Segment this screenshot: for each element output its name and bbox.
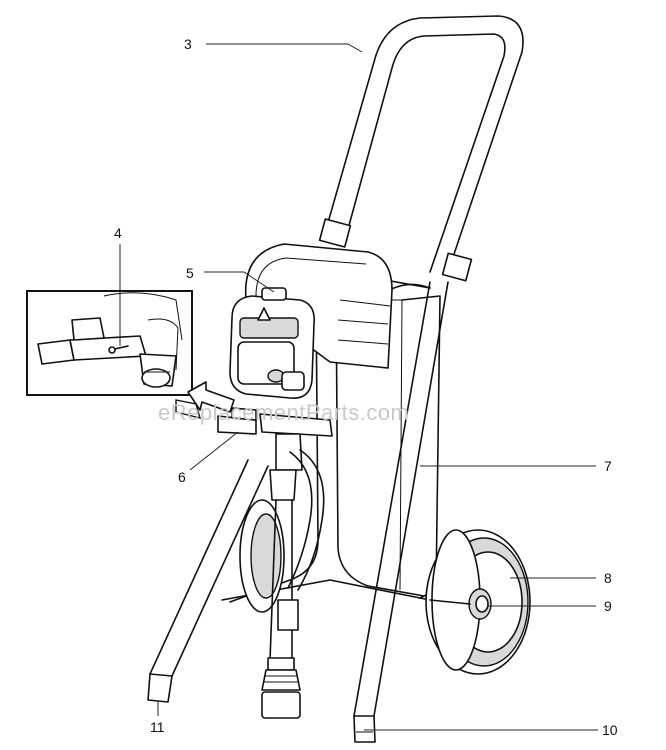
motor-assembly — [217, 243, 393, 719]
wheel-assembly — [425, 529, 531, 675]
callout-11: 11 — [150, 719, 165, 735]
watermark: eReplacementParts.com — [158, 400, 409, 425]
callout-5-leader — [204, 271, 275, 293]
callout-7: 7 — [604, 458, 612, 474]
callout-8: 8 — [604, 570, 612, 586]
callout-3-leader — [206, 43, 363, 53]
callout-4: 4 — [114, 225, 122, 241]
direction-arrow — [175, 381, 235, 419]
callout-6: 6 — [178, 469, 186, 485]
callout-9: 9 — [604, 598, 612, 614]
detail-inset — [26, 290, 193, 396]
callout-5: 5 — [186, 265, 194, 281]
callout-6-leader — [189, 431, 239, 471]
callout-3: 3 — [184, 36, 192, 52]
callout-10: 10 — [602, 722, 618, 738]
callouts: 3 4 5 6 7 8 9 10 11 — [114, 36, 618, 738]
rear-wheel — [239, 499, 285, 613]
